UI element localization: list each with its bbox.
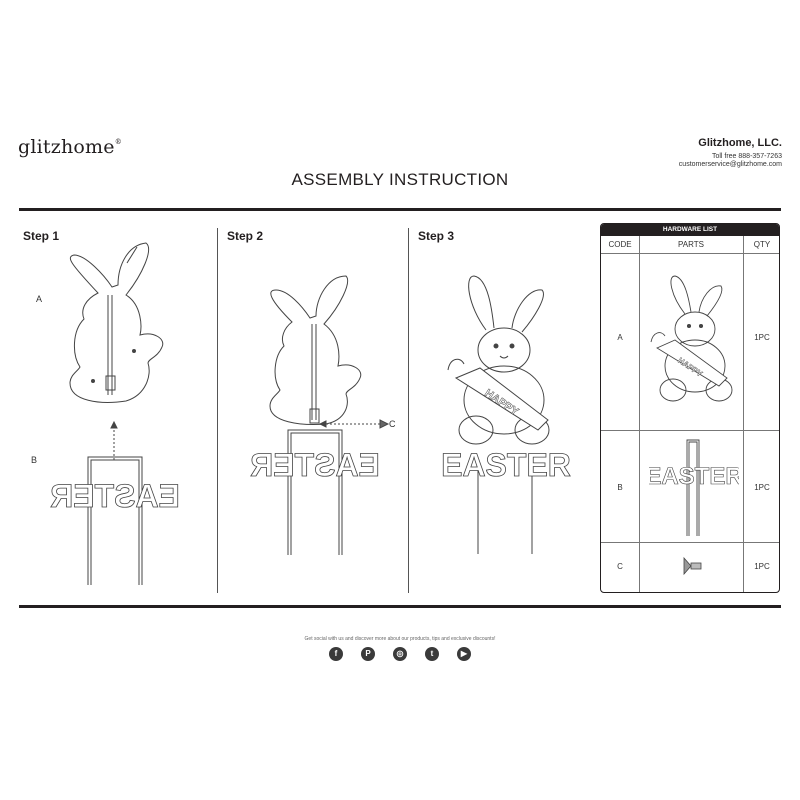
col-divider bbox=[743, 236, 744, 592]
row-b-code: B bbox=[617, 483, 623, 492]
step-1-label: Step 1 bbox=[23, 229, 60, 243]
social-tagline: Get social with us and discover more abo… bbox=[304, 636, 496, 642]
row-divider bbox=[601, 253, 779, 254]
row-c-qty: 1PC bbox=[754, 562, 770, 571]
brand-logo: glitzhome® bbox=[18, 136, 122, 158]
bottom-divider bbox=[19, 605, 781, 608]
hardware-list-title: HARDWARE LIST bbox=[601, 224, 779, 236]
col-qty-header: QTY bbox=[753, 240, 771, 249]
bunny-back-outline-2 bbox=[269, 275, 362, 425]
part-a-label: A bbox=[36, 294, 43, 304]
step-separator-1 bbox=[217, 228, 218, 593]
part-c-label: C bbox=[389, 419, 396, 429]
part-b-label: B bbox=[31, 455, 38, 465]
bunny-part-icon: HAPPY bbox=[650, 275, 733, 402]
step-3-label: Step 3 bbox=[418, 229, 455, 243]
step-separator-2 bbox=[408, 228, 409, 593]
row-divider bbox=[601, 430, 779, 431]
bunny-back-outline bbox=[69, 242, 164, 403]
twitter-icon[interactable]: t bbox=[425, 647, 439, 661]
top-divider bbox=[19, 208, 781, 211]
step-2-label: Step 2 bbox=[227, 229, 264, 243]
page-title: ASSEMBLY INSTRUCTION bbox=[291, 170, 509, 189]
company-phone: Toll free 888-357-7263 bbox=[711, 153, 782, 160]
hardware-list-table: HARDWARE LIST CODE PARTS QTY A 1PC HAPPY… bbox=[600, 223, 780, 593]
row-a-qty: 1PC bbox=[754, 333, 770, 342]
easter-sign-text: EASTER bbox=[441, 447, 571, 483]
sign-text-mirrored: EASTER bbox=[50, 478, 180, 514]
step-2-illustration: EASTER bbox=[250, 275, 390, 555]
row-divider bbox=[601, 542, 779, 543]
company-email: customerservice@glitzhome.com bbox=[678, 161, 782, 168]
row-b-qty: 1PC bbox=[754, 483, 770, 492]
step-1-illustration: EASTER bbox=[50, 242, 180, 585]
col-parts-header: PARTS bbox=[678, 240, 704, 249]
brand-logo-text: glitzhome bbox=[18, 136, 115, 158]
company-name: Glitzhome, LLC. bbox=[698, 137, 782, 149]
sign-text-mirrored-2: EASTER bbox=[250, 447, 380, 483]
company-info: Glitzhome, LLC. Toll free 888-357-7263 c… bbox=[679, 137, 782, 169]
pinterest-icon[interactable]: P bbox=[361, 647, 375, 661]
part-easter-text: EASTER bbox=[649, 463, 739, 490]
wing-nut-icon bbox=[683, 556, 702, 576]
instagram-icon[interactable]: ◎ bbox=[393, 647, 407, 661]
facebook-icon[interactable]: f bbox=[329, 647, 343, 661]
col-code-header: CODE bbox=[608, 240, 632, 249]
row-c-code: C bbox=[617, 562, 623, 571]
registered-mark: ® bbox=[114, 138, 122, 146]
step-3-illustration: HAPPY EASTER bbox=[441, 275, 571, 554]
col-divider bbox=[639, 236, 640, 592]
row-a-code: A bbox=[617, 333, 623, 342]
stake-part-icon: EASTER bbox=[649, 439, 739, 536]
youtube-icon[interactable]: ▶ bbox=[457, 647, 471, 661]
